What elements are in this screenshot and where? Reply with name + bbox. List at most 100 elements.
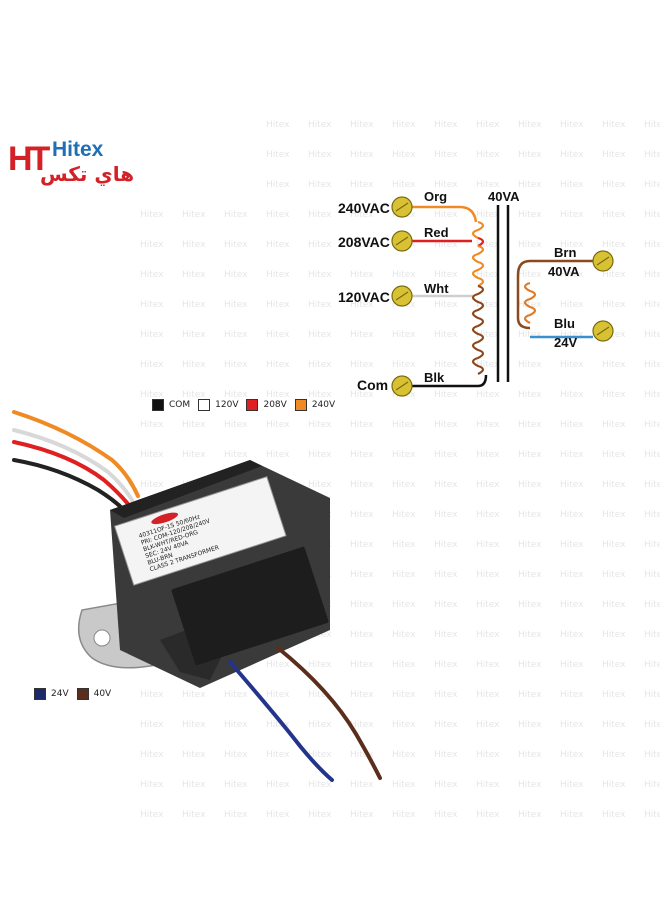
watermark-text: Hitex bbox=[518, 780, 542, 790]
watermark-text: Hitex bbox=[560, 270, 584, 280]
watermark-text: Hitex bbox=[266, 780, 290, 790]
watermark-text: Hitex bbox=[140, 480, 164, 490]
watermark-text: Hitex bbox=[392, 480, 416, 490]
watermark-text: Hitex bbox=[434, 720, 458, 730]
watermark-text: Hitex bbox=[224, 720, 248, 730]
watermark-text: Hitex bbox=[140, 390, 164, 400]
watermark-text: Hitex bbox=[476, 510, 500, 520]
watermark-text: Hitex bbox=[518, 180, 542, 190]
watermark-text: Hitex bbox=[518, 690, 542, 700]
watermark-text: Hitex bbox=[476, 300, 500, 310]
watermark-text: Hitex bbox=[644, 570, 660, 580]
watermark-text: Hitex bbox=[602, 540, 626, 550]
watermark-text: Hitex bbox=[434, 120, 458, 130]
watermark-text: Hitex bbox=[434, 510, 458, 520]
watermark-text: Hitex bbox=[266, 180, 290, 190]
watermark-text: Hitex bbox=[182, 780, 206, 790]
watermark-text: Hitex bbox=[266, 690, 290, 700]
watermark-text: Hitex bbox=[602, 150, 626, 160]
watermark-text: Hitex bbox=[182, 330, 206, 340]
watermark-text: Hitex bbox=[266, 300, 290, 310]
watermark-text: Hitex bbox=[350, 150, 374, 160]
watermark-text: Hitex bbox=[308, 120, 332, 130]
watermark-text: Hitex bbox=[140, 360, 164, 370]
secondary-lead-wires bbox=[228, 646, 382, 782]
watermark-text: Hitex bbox=[224, 450, 248, 460]
watermark-text: Hitex bbox=[392, 330, 416, 340]
watermark-text: Hitex bbox=[602, 720, 626, 730]
watermark-text: Hitex bbox=[602, 600, 626, 610]
wire-blu-label: Blu bbox=[554, 316, 575, 331]
watermark-text: Hitex bbox=[560, 480, 584, 490]
watermark-text: Hitex bbox=[560, 720, 584, 730]
watermark-text: Hitex bbox=[266, 240, 290, 250]
watermark-text: Hitex bbox=[434, 240, 458, 250]
watermark-text: Hitex bbox=[434, 270, 458, 280]
watermark-text: Hitex bbox=[560, 390, 584, 400]
watermark-text: Hitex bbox=[350, 810, 374, 820]
secondary-40va-label: 40VA bbox=[548, 264, 580, 279]
watermark-text: Hitex bbox=[644, 240, 660, 250]
watermark-text: Hitex bbox=[350, 510, 374, 520]
watermark-text: Hitex bbox=[266, 810, 290, 820]
watermark-text: Hitex bbox=[392, 810, 416, 820]
watermark-text: Hitex bbox=[644, 420, 660, 430]
watermark-text: Hitex bbox=[350, 330, 374, 340]
watermark-text: Hitex bbox=[434, 600, 458, 610]
watermark-text: Hitex bbox=[644, 780, 660, 790]
watermark-text: Hitex bbox=[476, 600, 500, 610]
watermark-text: Hitex bbox=[308, 810, 332, 820]
watermark-text: Hitex bbox=[266, 450, 290, 460]
watermark-text: Hitex bbox=[476, 150, 500, 160]
watermark-text: Hitex bbox=[140, 450, 164, 460]
watermark-text: Hitex bbox=[266, 150, 290, 160]
watermark-text: Hitex bbox=[560, 180, 584, 190]
watermark-text: Hitex bbox=[266, 330, 290, 340]
watermark-text: Hitex bbox=[350, 270, 374, 280]
watermark-text: Hitex bbox=[392, 360, 416, 370]
watermark-text: Hitex bbox=[644, 810, 660, 820]
watermark-text: Hitex bbox=[308, 360, 332, 370]
brn-wire bbox=[516, 259, 593, 330]
watermark-text: Hitex bbox=[434, 480, 458, 490]
watermark-text: Hitex bbox=[644, 150, 660, 160]
watermark-text: Hitex bbox=[644, 510, 660, 520]
watermark-text: Hitex bbox=[308, 210, 332, 220]
watermark-text: Hitex bbox=[308, 390, 332, 400]
blk-wire bbox=[412, 374, 488, 388]
watermark-text: Hitex bbox=[644, 120, 660, 130]
watermark-text: Hitex bbox=[518, 420, 542, 430]
watermark-text: Hitex bbox=[308, 180, 332, 190]
watermark-text: Hitex bbox=[224, 420, 248, 430]
watermark-text: Hitex bbox=[308, 780, 332, 790]
watermark-text: Hitex bbox=[644, 300, 660, 310]
watermark-text: Hitex bbox=[476, 660, 500, 670]
watermark-text: Hitex bbox=[350, 720, 374, 730]
watermark-text: Hitex bbox=[182, 240, 206, 250]
watermark-text: Hitex bbox=[392, 660, 416, 670]
watermark-text: Hitex bbox=[602, 660, 626, 670]
watermark-text: Hitex bbox=[392, 180, 416, 190]
watermark-text: Hitex bbox=[560, 600, 584, 610]
brand-logo-mark: HT bbox=[8, 140, 50, 178]
watermark-text: Hitex bbox=[350, 630, 374, 640]
watermark-text: Hitex bbox=[602, 330, 626, 340]
watermark-text: Hitex bbox=[392, 570, 416, 580]
watermark-text: Hitex bbox=[182, 690, 206, 700]
watermark-text: Hitex bbox=[476, 210, 500, 220]
watermark-text: Hitex bbox=[392, 750, 416, 760]
watermark-text: Hitex bbox=[644, 360, 660, 370]
watermark-text: Hitex bbox=[308, 330, 332, 340]
watermark-text: Hitex bbox=[602, 810, 626, 820]
watermark-text: Hitex bbox=[392, 630, 416, 640]
wire-org-label: Org bbox=[424, 189, 448, 204]
watermark-text: Hitex bbox=[182, 750, 206, 760]
watermark-text: Hitex bbox=[560, 120, 584, 130]
legend-240v: 240V bbox=[294, 399, 335, 411]
watermark-text: Hitex bbox=[602, 750, 626, 760]
watermark-text: Hitex bbox=[560, 240, 584, 250]
org-wire bbox=[412, 205, 478, 223]
watermark-text: Hitex bbox=[644, 600, 660, 610]
watermark-text: Hitex bbox=[434, 210, 458, 220]
watermark-text: Hitex bbox=[434, 300, 458, 310]
